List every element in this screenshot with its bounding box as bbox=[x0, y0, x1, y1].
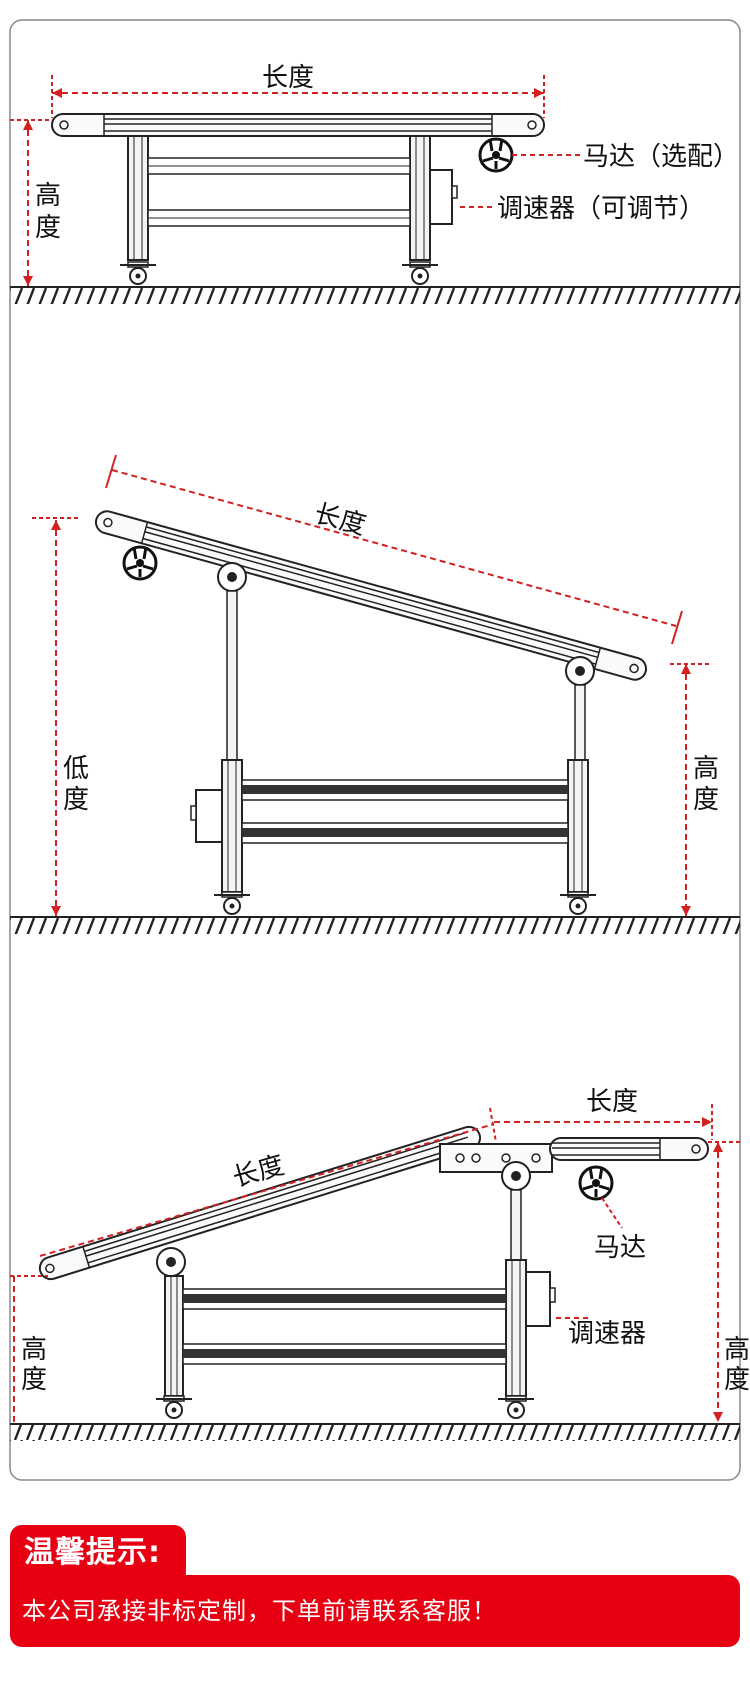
right-leg bbox=[567, 759, 589, 893]
motor-icon bbox=[578, 1165, 614, 1201]
motor-icon bbox=[122, 545, 158, 581]
panel2-low-char-2: 度 bbox=[63, 785, 89, 815]
length-dimension bbox=[111, 469, 677, 627]
caster-wheel bbox=[497, 1395, 535, 1419]
panel2-low-char-1: 低 bbox=[63, 754, 89, 784]
left-leg bbox=[221, 759, 243, 893]
speed-controller-box bbox=[195, 789, 223, 843]
panel1-height-char-2: 度 bbox=[35, 213, 61, 243]
panel1-speed-label: 调速器（可调节） bbox=[497, 194, 705, 224]
motor-icon bbox=[478, 137, 514, 173]
caster-wheel bbox=[119, 261, 157, 285]
caster-wheel bbox=[155, 1395, 193, 1419]
notice-bar bbox=[10, 1575, 740, 1647]
caster-wheel bbox=[401, 261, 439, 285]
panel3-length-right-label: 长度 bbox=[586, 1087, 638, 1117]
left-leg bbox=[164, 1275, 184, 1397]
notice-title-tab bbox=[10, 1525, 186, 1581]
panel3-right-height-char-2: 度 bbox=[724, 1365, 750, 1395]
notice-title: 温馨提示: bbox=[24, 1535, 161, 1570]
ground-hatch bbox=[10, 1425, 740, 1441]
panel-inclined-conveyor: 长度 bbox=[10, 454, 740, 934]
panel3-left-height-char-2: 度 bbox=[21, 1365, 47, 1395]
conveyor-belt-flat bbox=[549, 1137, 709, 1161]
panel2-length-label: 长度 bbox=[311, 499, 369, 541]
panel1-length-label: 长度 bbox=[262, 63, 314, 93]
panel2-high-char-1: 高 bbox=[693, 754, 719, 784]
left-leg bbox=[127, 135, 149, 261]
panel3-motor-label: 马达 bbox=[594, 1233, 646, 1263]
caster-wheel bbox=[559, 891, 597, 915]
panel-flat-conveyor: 长度 高 度 马达（选 bbox=[10, 63, 740, 304]
panel2-high-char-2: 度 bbox=[693, 785, 719, 815]
panel1-height-char-1: 高 bbox=[35, 181, 61, 211]
panel3-left-height-char-1: 高 bbox=[21, 1335, 47, 1365]
right-leg bbox=[409, 135, 431, 261]
speed-controller-box bbox=[525, 1271, 551, 1327]
caster-wheel bbox=[213, 891, 251, 915]
panel1-motor-label: 马达（选配） bbox=[583, 142, 739, 172]
length-dimension-inclined bbox=[39, 1123, 495, 1257]
conveyor-belt bbox=[94, 510, 648, 681]
panel3-right-height-char-1: 高 bbox=[724, 1335, 750, 1365]
notice-body: 本公司承接非标定制，下单前请联系客服！ bbox=[22, 1597, 497, 1625]
ground-hatch bbox=[10, 288, 740, 304]
speed-controller-box bbox=[429, 169, 453, 225]
panel-climbing-conveyor: 马达 调速器 长度 长度 高 度 高 度 bbox=[10, 1087, 750, 1441]
right-leg bbox=[505, 1259, 527, 1397]
conveyor-belt bbox=[51, 113, 545, 137]
panel3-speed-label: 调速器 bbox=[568, 1319, 646, 1349]
ground-hatch bbox=[10, 918, 740, 934]
diagram-card-border bbox=[9, 19, 741, 1481]
